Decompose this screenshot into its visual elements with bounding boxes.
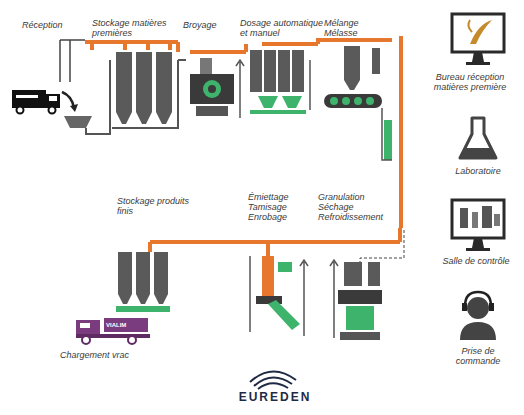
logo-mark [250, 371, 296, 389]
loading-truck [76, 318, 150, 344]
step-label: Émiettage Tamisage Enrobage [248, 192, 314, 222]
lab-flask-icon [460, 118, 496, 158]
conveyors [85, 36, 401, 256]
office-icon [452, 14, 504, 65]
step-label: Stockage matières premières [92, 18, 178, 38]
step-label: Stockage produits finis [117, 196, 191, 216]
step-label: Réception [22, 20, 82, 30]
step-label: Broyage [183, 20, 233, 30]
delivery-truck [12, 90, 60, 114]
step-label: Chargement vrac [60, 350, 150, 360]
step-label: Mélange Mélasse [324, 18, 374, 38]
control-room-icon [452, 200, 504, 251]
office-label: Prise de commande [438, 346, 518, 366]
step-label: Granulation Séchage Refroidissement [318, 192, 402, 222]
operator-icon [460, 292, 496, 340]
brand-logo: EUREDEN [220, 392, 330, 402]
office-label: Salle de contrôle [432, 256, 520, 266]
truck-brand: VIALIM [106, 322, 146, 329]
office-label: Bureau réception matières première [420, 72, 520, 92]
office-label: Laboratoire [440, 166, 516, 176]
step-label: Dosage automatique et manuel [240, 18, 324, 38]
